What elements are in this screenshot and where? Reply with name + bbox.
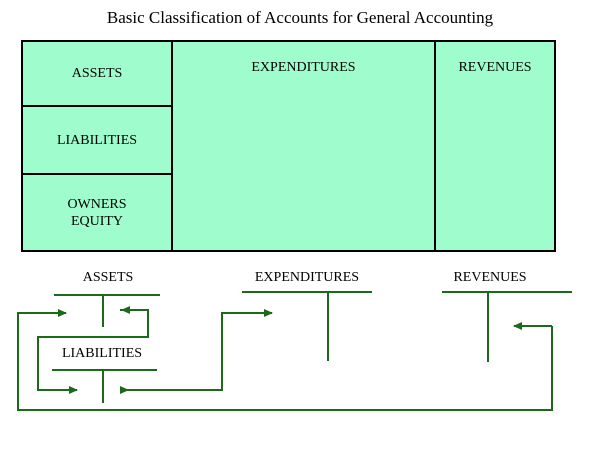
page-title: Basic Classification of Accounts for Gen…: [106, 8, 494, 27]
t-account-expenditures: [242, 291, 372, 361]
table-cell-revenues: REVENUES: [436, 59, 554, 76]
flow-arrow-assets-to-liabilities: [37, 309, 149, 394]
t-account-label-assets: ASSETS: [82, 270, 134, 285]
table-divider-horizontal-2: [23, 173, 171, 175]
table-label-assets: ASSETS: [71, 66, 123, 81]
table-label-owners: OWNERS: [67, 196, 127, 212]
t-account-label-liabilities: LIABILITIES: [61, 346, 143, 361]
table-label-liabilities: LIABILITIES: [56, 132, 138, 148]
table-label-equity: EQUITY: [70, 213, 124, 229]
table-divider-horizontal-1: [23, 105, 171, 107]
flow-arrow-revenues-to-assets: [17, 309, 553, 411]
table-cell-assets: ASSETS: [23, 42, 171, 105]
table-divider-vertical-1: [171, 42, 173, 250]
flow-arrow-liabilities-to-expenditures: [120, 309, 273, 391]
table-divider-vertical-2: [434, 42, 436, 250]
t-account-liabilities: [52, 369, 157, 403]
t-account-assets: [54, 294, 160, 327]
table-cell-expenditures: EXPENDITURES: [173, 59, 434, 76]
table-label-expenditures: EXPENDITURES: [251, 60, 356, 75]
t-account-label-expenditures: EXPENDITURES: [254, 270, 360, 285]
classification-table: ASSETS LIABILITIES OWNERS EQUITY EXPENDI…: [21, 40, 556, 252]
table-cell-liabilities: LIABILITIES: [23, 107, 171, 173]
t-account-revenues: [442, 291, 572, 362]
t-account-label-revenues: REVENUES: [453, 270, 527, 285]
table-cell-owners-equity: OWNERS EQUITY: [23, 175, 171, 250]
table-label-revenues: REVENUES: [458, 60, 532, 75]
